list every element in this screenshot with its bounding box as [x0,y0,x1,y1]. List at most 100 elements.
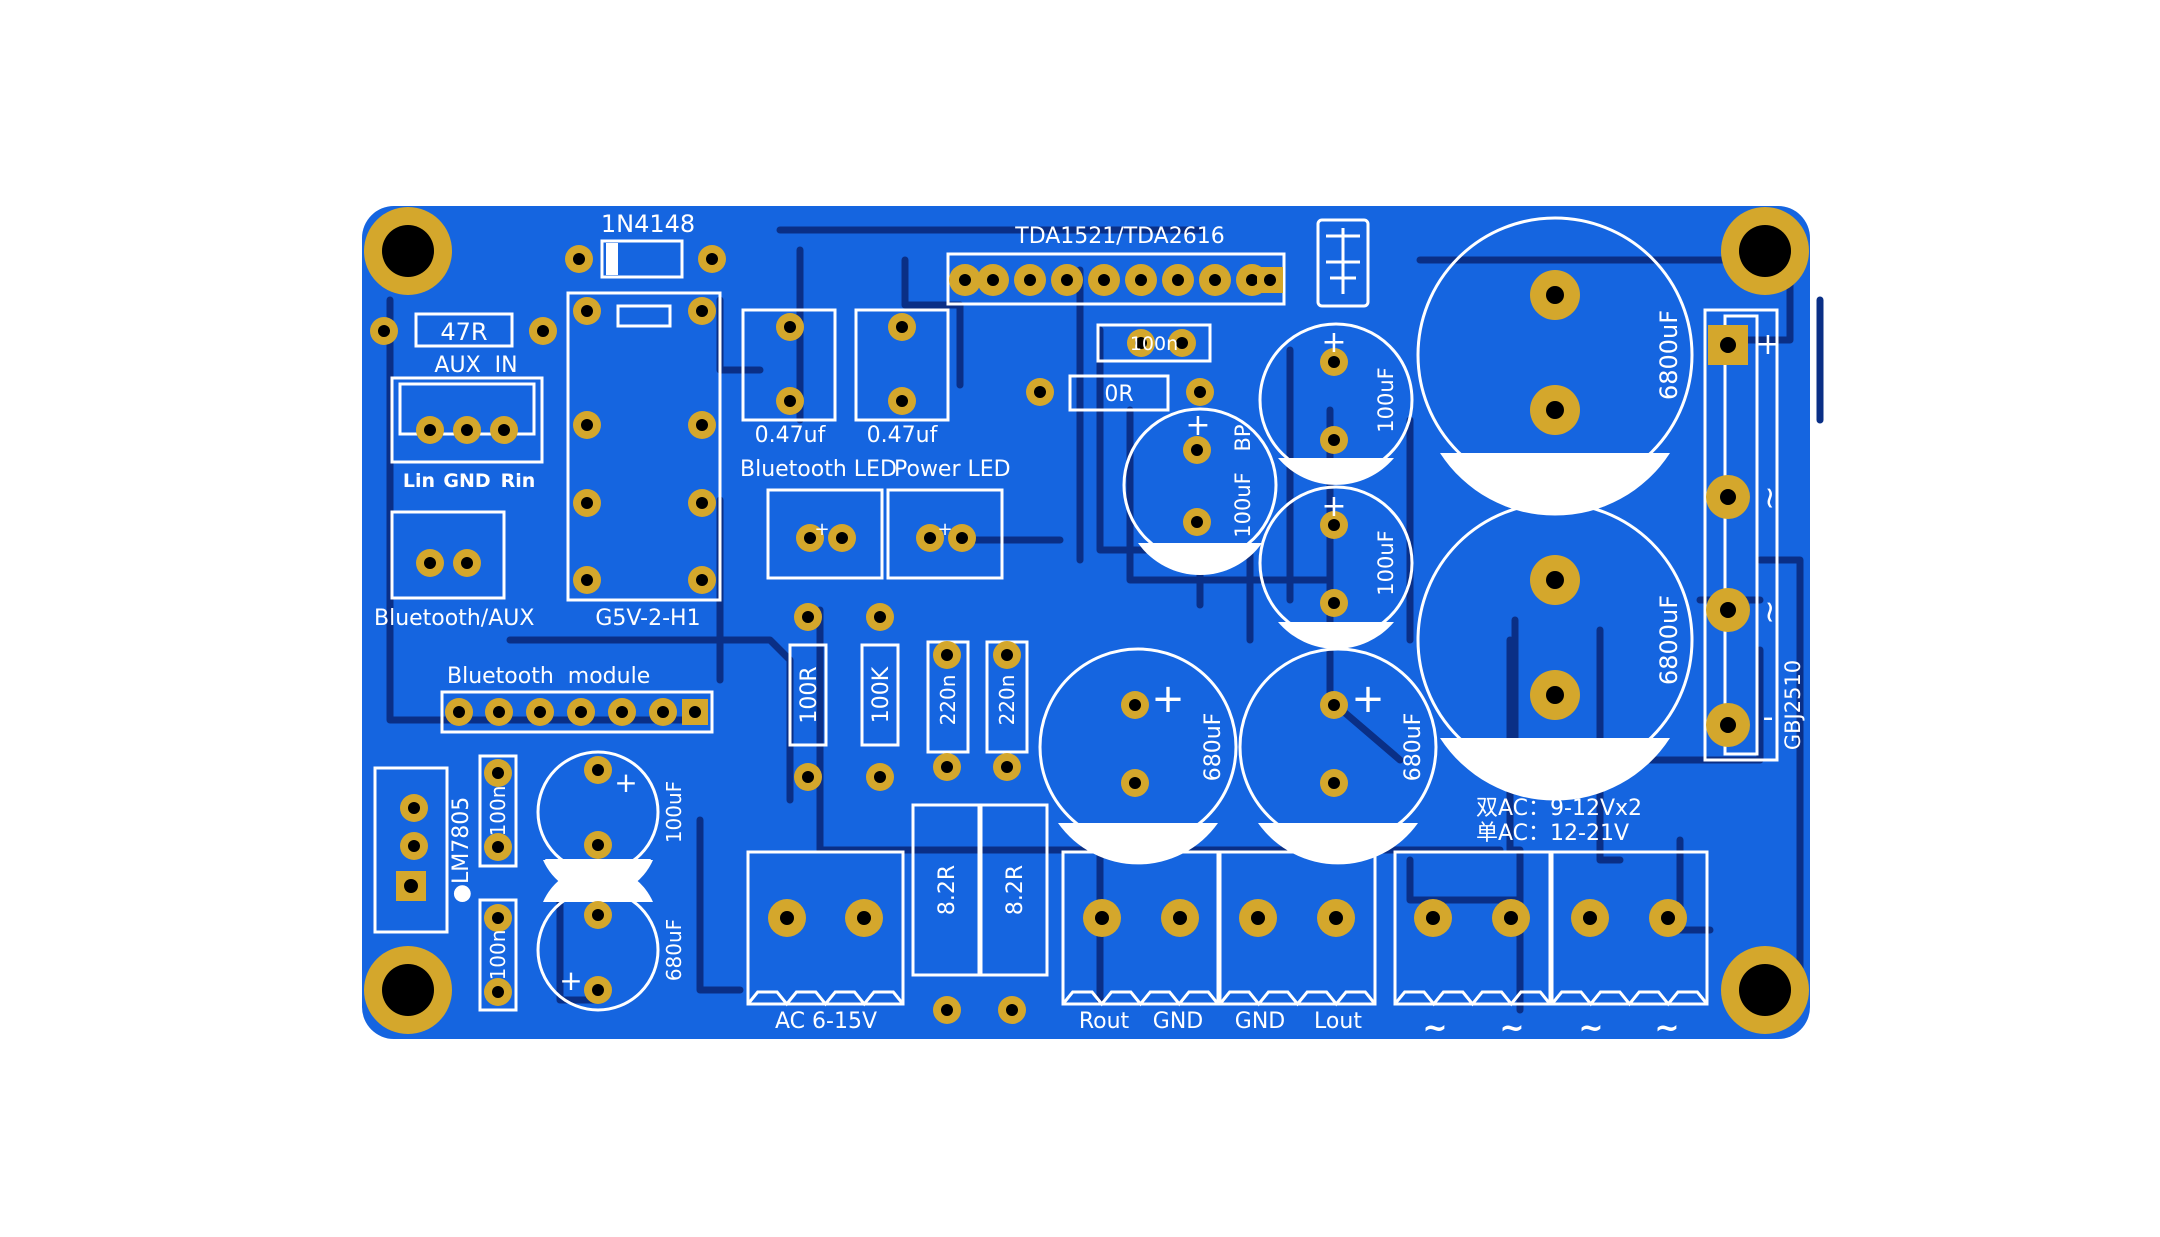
terminal-teeth [746,990,1709,1007]
label-ac-t3: ~ [1578,1011,1603,1046]
label-rect-tilde1: ~ [1752,485,1787,510]
pcb-board [362,206,1810,1039]
pad-hole [581,574,593,586]
pad-hole [1720,717,1736,733]
pad-hole [696,419,708,431]
pad-hole [1001,761,1013,773]
label-rectifier: GBJ2510 [1781,660,1805,750]
logo-seal [1316,218,1370,308]
label-rin: Rin [501,470,536,492]
res-82r-a-outline [911,803,981,977]
label-rout: Rout [1079,1009,1130,1034]
pad-hole [857,911,871,925]
resistor-0r-outline [1068,374,1170,412]
label-6800uf-a: 6800uF [1655,310,1683,400]
plus-680uf-a: + [1151,676,1185,722]
label-82r-a: 8.2R [935,865,960,915]
pad-hole [408,840,420,852]
label-bt-led: Bluetooth LED [740,457,897,482]
label-power-led: Power LED [894,457,1011,482]
plus-100uf-left: + [614,766,637,799]
label-100n-b: 100n [486,930,510,981]
led-plus-mark: + [937,519,952,540]
pad-hole [941,1004,953,1016]
pad-hole [1546,571,1564,589]
relay-outline [566,291,722,602]
cap-100n-b-outline [478,898,518,1012]
pad-hole [1001,649,1013,661]
pad-hole [453,706,465,718]
terminal-teeth-row [1061,990,1220,1007]
label-100n-a: 100n [486,786,510,837]
ic-header-outline [946,252,1286,306]
terminal-teeth-row [1218,990,1377,1007]
cap-680uf-left-fill [543,865,653,902]
pad-hole [1328,699,1340,711]
pad-hole [1426,911,1440,925]
pad-hole [537,325,549,337]
pad-hole [1329,911,1343,925]
pad-hole [696,305,708,317]
label-047-a: 0.47uf [755,423,827,448]
plus-100uf-r2: + [1321,489,1346,524]
pad-hole [408,802,420,814]
pad-hole [804,532,816,544]
pad-hole [896,321,908,333]
silkscreen-outlines [373,216,1779,1012]
label-ic: TDA1521/TDA2616 [1014,224,1224,249]
label-680uf-left: 680uF [662,919,686,981]
lm7805-outline [373,766,449,934]
label-single-ac: 单AC：12-21V [1476,821,1629,846]
pad-hole [1024,274,1036,286]
pad-hole [987,274,999,286]
pad-hole [1246,274,1258,286]
label-220n-a: 220n [936,675,960,726]
label-ac-input: AC 6-15V [775,1009,877,1034]
label-47r: 47R [440,318,487,346]
pad-hole [836,532,848,544]
label-rect-tilde2: ~ [1752,599,1787,624]
diode-band [606,243,618,275]
bt-module-header-outline [440,690,714,734]
pad-hole [1098,274,1110,286]
pad-hole [498,424,510,436]
plus-680uf-left: + [559,964,582,997]
pads-layer: ++ [364,207,1809,1034]
pad-hole [1172,274,1184,286]
pad-hole [616,706,628,718]
pad-hole [404,879,418,893]
pad-hole [1194,386,1206,398]
label-ac-t4: ~ [1654,1011,1679,1046]
pad-hole [657,706,669,718]
pad-hole [1328,777,1340,789]
res-100r-outline [788,643,828,747]
pad-hole [1129,777,1141,789]
pad-hole [581,419,593,431]
cap-047-a-outline [741,308,837,422]
aux-in-header-outline [390,376,544,464]
pad-hole [1191,444,1203,456]
terminal-teeth-row [1393,990,1552,1007]
label-680uf-a: 680uF [1201,713,1226,782]
rectifier-outline [1703,308,1779,762]
label-680uf-b: 680uF [1401,713,1426,782]
label-gnd-out2: GND [1235,1009,1285,1034]
pad-hole [956,532,968,544]
pad-hole [1504,911,1518,925]
pad-hole [1546,686,1564,704]
label-100k: 100K [869,666,894,723]
label-relay: G5V-2-H1 [595,606,700,631]
pad-hole [1328,597,1340,609]
pad-hole [492,912,504,924]
pad-hole [1129,699,1141,711]
pad-hole [1328,356,1340,368]
pad-hole [1583,911,1597,925]
pad-hole [1328,434,1340,446]
cap-100n-a-outline [478,754,518,868]
label-82r-b: 8.2R [1003,865,1028,915]
pad-hole [689,706,701,718]
res-100k-outline [860,643,900,747]
pad-hole [1720,602,1736,618]
label-aux-in: AUX IN [434,353,517,378]
pad-hole [592,839,604,851]
